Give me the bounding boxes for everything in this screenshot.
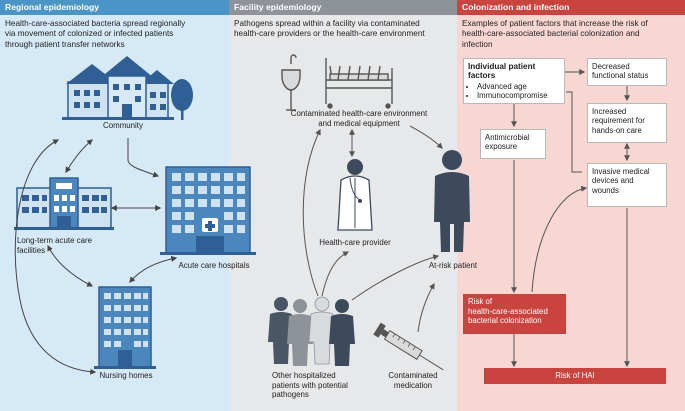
at-risk-patient-label: At-risk patient <box>428 261 478 270</box>
other-patients-label: Other hospitalized patients with potenti… <box>272 371 348 400</box>
long-term-care-building-icon <box>14 177 114 230</box>
provider-label: Health-care provider <box>319 238 391 247</box>
invasive-devices-box: Invasive medical devices and wounds <box>587 163 667 207</box>
at-risk-patient-icon <box>434 150 470 252</box>
risk-colonization-box: Risk of health-care-associated bacterial… <box>463 294 566 334</box>
regional-arrows <box>14 138 178 375</box>
facility-header: Facility epidemiology <box>229 0 457 15</box>
regional-header: Regional epidemiology <box>0 0 229 15</box>
risk-of-hai-box: Risk of HAI <box>484 368 666 384</box>
nursing-home-building-icon <box>94 286 156 369</box>
contaminated-medication-label: Contaminated medication <box>388 371 438 390</box>
antimicrobial-exposure-box: Antimicrobial exposure <box>480 129 546 159</box>
acute-care-hospital-icon <box>160 166 256 255</box>
long-term-care-label: Long-term acute care facilities <box>17 236 92 255</box>
environment-label: Contaminated health-care environment and… <box>290 109 428 128</box>
health-care-provider-icon <box>337 159 373 231</box>
colonization-arrows <box>511 69 630 368</box>
acute-care-label: Acute care hospitals <box>178 261 250 270</box>
community-label: Community <box>103 121 143 130</box>
individual-factors-box: Individual patient factors Advanced age … <box>463 58 565 104</box>
community-houses-icon <box>62 56 193 120</box>
regional-description: Health-care-associated bacteria spread r… <box>5 19 186 49</box>
decreased-functional-status-box: Decreased functional status <box>587 58 667 86</box>
hospital-bed-icon <box>325 58 393 109</box>
sink-icon <box>281 54 301 111</box>
contaminated-syringe-icon <box>373 322 444 371</box>
nursing-homes-label: Nursing homes <box>99 371 153 380</box>
increased-requirement-box: Increased requirement for hands-on care <box>587 103 667 143</box>
individual-factors-list: Advanced age Immunocompromise <box>468 82 560 101</box>
colonization-description: Examples of patient factors that increas… <box>462 19 648 49</box>
other-patients-icon <box>268 296 355 366</box>
facility-arrows <box>302 125 443 333</box>
colonization-header: Colonization and infection <box>457 0 685 15</box>
facility-description: Pathogens spread within a facility via c… <box>234 19 425 39</box>
